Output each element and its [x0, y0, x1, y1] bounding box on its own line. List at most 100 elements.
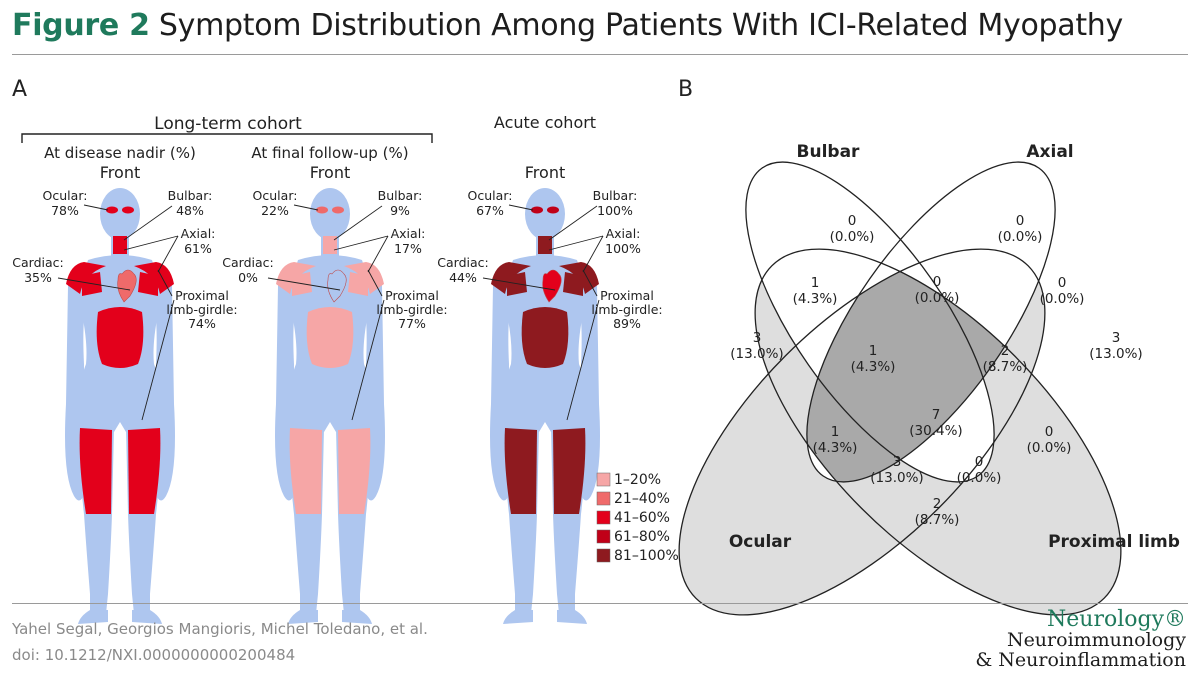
- leader-line: [367, 235, 389, 273]
- leader-line: [333, 235, 389, 251]
- proximal-value: 77%: [398, 316, 426, 331]
- leader-line: [548, 205, 598, 241]
- figure-title-text: Symptom Distribution Among Patients With…: [158, 8, 1123, 43]
- venn-proximal-ellipse: [754, 248, 1122, 616]
- venn-region-labels: 0(0.0%)0(0.0%)3(13.0%)3(13.0%)1(4.3%)0(0…: [730, 213, 1142, 528]
- proximal-region: [128, 428, 161, 514]
- proximal-region: [289, 428, 322, 514]
- figure-title: Figure 2 Symptom Distribution Among Pati…: [12, 8, 1123, 43]
- venn-set-bulbar: Bulbar: [797, 142, 861, 162]
- leader-line: [83, 204, 109, 211]
- leader-line: [123, 235, 179, 251]
- journal-name-line-3: & Neuroinflammation: [975, 649, 1186, 672]
- panel-a-label: A: [12, 77, 27, 102]
- venn-count-bulbar-axial: 0: [933, 274, 942, 290]
- legend-swatch: [596, 472, 611, 487]
- venn-set-proximal: Proximal limb: [1048, 532, 1180, 552]
- cardiac-label: Cardiac:: [437, 255, 488, 270]
- leader-line: [267, 277, 341, 291]
- legend-swatch: [596, 529, 611, 544]
- legend-label: 21–40%: [614, 491, 670, 507]
- axial-label: Axial:: [181, 226, 216, 241]
- ocular-label: Ocular:: [253, 188, 298, 203]
- venn-core-fill: [761, 249, 1045, 520]
- venn-pct-all-four: (30.4%): [909, 423, 962, 439]
- bulbar-label: Bulbar:: [593, 188, 638, 203]
- body-figures: At disease nadir (%)FrontOcular:78%Bulba…: [12, 144, 663, 624]
- legend-label: 1–20%: [614, 472, 661, 488]
- cardiac-region: [542, 269, 562, 303]
- venn-pct-axial-proximal: (0.0%): [1040, 291, 1085, 307]
- venn-pct-ocular-only: (13.0%): [730, 346, 783, 362]
- figure-view-label: Front: [100, 163, 140, 182]
- venn-pct-ocular-axial-proximal: (13.0%): [870, 470, 923, 486]
- venn-pct-bulbar-only: (0.0%): [830, 229, 875, 245]
- cardiac-value: 44%: [449, 270, 477, 285]
- bottom-divider: [12, 603, 1188, 604]
- ocular-region: [531, 206, 543, 214]
- proximal-label: Proximal: [600, 288, 654, 303]
- axial-value: 17%: [394, 241, 422, 256]
- venn-bulbar-ellipse: [745, 161, 995, 483]
- proximal-region: [553, 428, 586, 514]
- venn-count-ocular-only: 3: [753, 330, 762, 346]
- axial-label: Axial:: [391, 226, 426, 241]
- bulbar-value: 48%: [176, 203, 204, 218]
- cardiac-region: [327, 269, 347, 303]
- bulbar-label: Bulbar:: [168, 188, 213, 203]
- ocular-region: [122, 206, 134, 214]
- body-figure-3: FrontOcular:67%Bulbar:100%Axial:100%Card…: [437, 163, 663, 624]
- venn-ocular-ellipse: [678, 248, 1046, 616]
- legend-swatch: [596, 510, 611, 525]
- figure-label: Figure 2: [12, 8, 150, 43]
- leader-line: [157, 269, 173, 297]
- top-divider: [12, 54, 1188, 55]
- proximal-region: [338, 428, 371, 514]
- bulbar-region: [538, 236, 552, 254]
- proximal-value: 89%: [613, 316, 641, 331]
- ocular-label: Ocular:: [468, 188, 513, 203]
- acute-cohort-label: Acute cohort: [494, 113, 596, 132]
- proximal-value: 74%: [188, 316, 216, 331]
- venn-count-ocular-bulbar-axial: 1: [869, 343, 878, 359]
- ocular-region: [106, 206, 118, 214]
- venn-pct-ocular-bulbar: (4.3%): [793, 291, 838, 307]
- venn-pct-ocular-axial: (4.3%): [813, 440, 858, 456]
- axial-region: [348, 272, 368, 296]
- bulbar-value: 100%: [597, 203, 633, 218]
- venn-pct-ocular-bulbar-axial: (4.3%): [851, 359, 896, 375]
- journal-name-neurology: Neurology®: [1047, 607, 1186, 632]
- venn-pct-axial-only: (0.0%): [998, 229, 1043, 245]
- figure-view-label: Front: [310, 163, 350, 182]
- leader-line: [333, 205, 383, 241]
- venn-pct-bulbar-proximal: (0.0%): [1027, 440, 1072, 456]
- leader-line: [157, 235, 179, 273]
- legend-label: 61–80%: [614, 529, 670, 545]
- figure-heading: At disease nadir (%): [44, 144, 196, 162]
- legend-swatch: [596, 491, 611, 506]
- severity-legend: 1–20%21–40%41–60%61–80%81–100%: [596, 472, 679, 564]
- bulbar-value: 9%: [390, 203, 410, 218]
- proximal-label: limb-girdle:: [166, 302, 237, 317]
- axial-region: [563, 272, 583, 296]
- leader-line: [367, 269, 383, 297]
- venn-count-axial-only: 0: [1016, 213, 1025, 229]
- venn-count-ocular-proximal: 2: [933, 496, 942, 512]
- venn-count-axial-proximal: 0: [1058, 275, 1067, 291]
- venn-diagram: Bulbar Axial Ocular Proximal limb 0(0.0%…: [678, 142, 1180, 616]
- proximal-region: [521, 307, 569, 368]
- bulbar-region: [113, 236, 127, 254]
- proximal-label: Proximal: [175, 288, 229, 303]
- axial-region: [138, 272, 158, 296]
- ocular-region: [547, 206, 559, 214]
- cardiac-region: [117, 269, 137, 303]
- leader-line: [508, 204, 534, 211]
- footer-authors: Yahel Segal, Georgios Mangioris, Michel …: [12, 620, 428, 638]
- legend-label: 41–60%: [614, 510, 670, 526]
- ocular-value: 67%: [476, 203, 504, 218]
- venn-count-proximal-only: 3: [1112, 330, 1121, 346]
- proximal-label: limb-girdle:: [376, 302, 447, 317]
- figure-view-label: Front: [525, 163, 565, 182]
- panel-b-label: B: [678, 77, 693, 102]
